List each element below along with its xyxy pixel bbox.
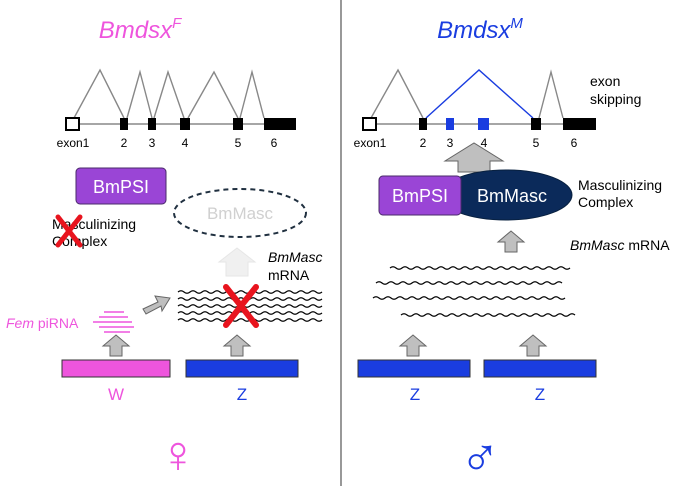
- female-exon-2: [120, 118, 128, 130]
- male-exon-label: 5: [533, 136, 540, 150]
- female-exon-label: 4: [182, 136, 189, 150]
- male-exon-label: 2: [420, 136, 427, 150]
- male-title-sup: M: [510, 15, 523, 32]
- male-mrna-strand: [389, 266, 571, 270]
- female-exon-label: 6: [271, 136, 278, 150]
- female-bmmasc-ghost-label: BmMasc: [207, 204, 274, 223]
- female-mrna-strand: [177, 304, 323, 308]
- female-fem-pirna-italic: Fem: [6, 315, 34, 331]
- female-exon-1: [65, 117, 80, 131]
- male-bmpsi-box: [378, 175, 462, 216]
- male-exon-5: [531, 118, 541, 130]
- female-bmmasc-ghost: [173, 188, 307, 238]
- male-bmmasc-label: BmMasc: [477, 186, 547, 206]
- female-panel: BmdsxF exon1 2 3 4 5 6: [6, 15, 322, 484]
- male-complex-to-gene-arrow: [443, 142, 505, 173]
- male-chromosome-z2-label: Z: [535, 385, 545, 404]
- male-exon-label: 3: [447, 136, 454, 150]
- female-splice-arc: [239, 69, 265, 119]
- female-splice-arc: [187, 70, 239, 119]
- male-exon-2: [419, 118, 427, 130]
- male-symbol-icon: ♂: [460, 428, 501, 486]
- male-exon-4: [478, 118, 489, 130]
- male-exon-skip-label-1: exon: [590, 73, 620, 89]
- male-bmmasc-mrna-label: BmMasc mRNA: [570, 237, 670, 253]
- female-bmpsi-box: [75, 167, 167, 205]
- male-exon-skip-label-2: skipping: [590, 91, 641, 107]
- male-bmmasc-mrna-italic: BmMasc: [570, 237, 624, 253]
- female-bmmasc-mrna-italic: BmMasc: [268, 249, 322, 265]
- male-chromosome-z1: [357, 359, 471, 378]
- male-exon-6: [563, 118, 596, 130]
- female-splice-arc: [153, 69, 185, 119]
- female-chromosome-z: [185, 359, 299, 378]
- female-title-sup: F: [172, 15, 182, 32]
- male-splice-arc-skip: [425, 69, 534, 119]
- female-complex-red-x: [55, 214, 83, 248]
- female-bmpsi-label: BmPSI: [93, 177, 149, 197]
- male-bmpsi-label: BmPSI: [392, 186, 448, 206]
- female-splice-arc: [73, 68, 125, 119]
- female-exon-5: [233, 118, 243, 130]
- female-title: BmdsxF: [99, 15, 182, 44]
- male-mrna-squiggles: [372, 266, 576, 317]
- female-chromosome-w: [61, 359, 171, 378]
- female-chromosome-z-label: Z: [237, 385, 247, 404]
- female-fem-pirna-word: piRNA: [38, 315, 79, 331]
- female-gene-structure: exon1 2 3 4 5 6: [57, 68, 296, 150]
- female-splice-arc: [126, 69, 153, 119]
- male-splice-arc: [370, 68, 424, 119]
- male-complex-label-2: Complex: [578, 194, 633, 210]
- female-faded-up-arrow: [217, 247, 257, 277]
- male-title: BmdsxM: [437, 15, 523, 44]
- male-exon-label: exon1: [354, 136, 387, 150]
- female-chromosome-w-label: W: [108, 385, 124, 404]
- male-exon-1: [362, 117, 377, 131]
- female-exon-label: 3: [149, 136, 156, 150]
- female-exon-label: exon1: [57, 136, 90, 150]
- male-panel: BmdsxM exon skipping exon1 2 3 4 5 6: [354, 15, 671, 486]
- male-z2-up-arrow: [518, 334, 548, 357]
- female-mrna-red-x: [223, 284, 259, 328]
- female-symbol-icon: ♀: [159, 426, 198, 484]
- female-exon-label: 5: [235, 136, 242, 150]
- male-mrna-to-complex-arrow: [496, 230, 526, 253]
- female-exon-4: [180, 118, 190, 130]
- female-exon-label: 2: [121, 136, 128, 150]
- male-chromosome-z2: [483, 359, 597, 378]
- male-z1-up-arrow: [398, 334, 428, 357]
- female-pirna-lines: [93, 311, 134, 333]
- male-splice-arc: [538, 69, 564, 119]
- male-bmmasc-mrna-word: mRNA: [628, 237, 670, 253]
- male-mrna-strand: [400, 313, 576, 317]
- male-complex-label-1: Masculinizing: [578, 177, 662, 193]
- female-pirna-target-arrow: [142, 295, 171, 315]
- female-fem-pirna-label: Fem piRNA: [6, 315, 79, 331]
- male-mrna-strand: [375, 281, 563, 285]
- female-bmmasc-mrna-word: mRNA: [268, 267, 310, 283]
- female-title-main: Bmdsx: [99, 17, 173, 44]
- male-mrna-strand: [372, 296, 566, 300]
- male-chromosome-z1-label: Z: [410, 385, 420, 404]
- male-exon-label: 4: [481, 136, 488, 150]
- male-exon-3: [446, 118, 454, 130]
- female-exon-6: [264, 118, 296, 130]
- female-z-up-arrow: [222, 334, 252, 357]
- male-gene-structure: exon1 2 3 4 5 6: [354, 68, 596, 150]
- male-exon-label: 6: [571, 136, 578, 150]
- female-w-up-arrow: [101, 334, 131, 357]
- male-title-main: Bmdsx: [437, 17, 511, 44]
- female-exon-3: [148, 118, 156, 130]
